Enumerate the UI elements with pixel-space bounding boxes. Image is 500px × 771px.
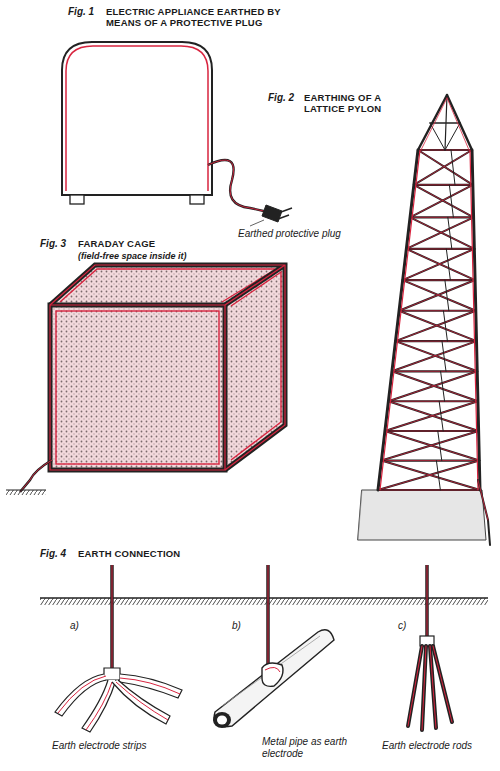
item-letter: c) bbox=[398, 620, 422, 632]
figure-title: EARTH CONNECTION bbox=[78, 548, 238, 559]
item-letter: a) bbox=[70, 620, 94, 632]
figure-number: Fig. 4 bbox=[40, 548, 80, 560]
figure-subtitle: (field-free space inside it) bbox=[78, 251, 228, 262]
figure-number: Fig. 2 bbox=[268, 92, 304, 104]
faraday-cage bbox=[6, 265, 285, 495]
figure-title: EARTHING OF A LATTICE PYLON bbox=[304, 92, 414, 115]
figure-number: Fig. 3 bbox=[40, 238, 80, 250]
figure-number: Fig. 1 bbox=[68, 6, 108, 18]
part-label: Earthed protective plug bbox=[238, 228, 368, 240]
part-label: Earth electrode strips bbox=[52, 740, 192, 752]
earth-connections bbox=[40, 565, 488, 732]
item-letter: b) bbox=[232, 620, 256, 632]
figure-title: FARADAY CAGE bbox=[78, 238, 198, 249]
appliance bbox=[62, 42, 292, 226]
figure-title: ELECTRIC APPLIANCE EARTHED BY MEANS OF A… bbox=[106, 6, 316, 29]
part-label: Metal pipe as earth electrode bbox=[262, 736, 372, 760]
lattice-pylon bbox=[358, 95, 490, 545]
part-label: Earth electrode rods bbox=[382, 740, 492, 752]
